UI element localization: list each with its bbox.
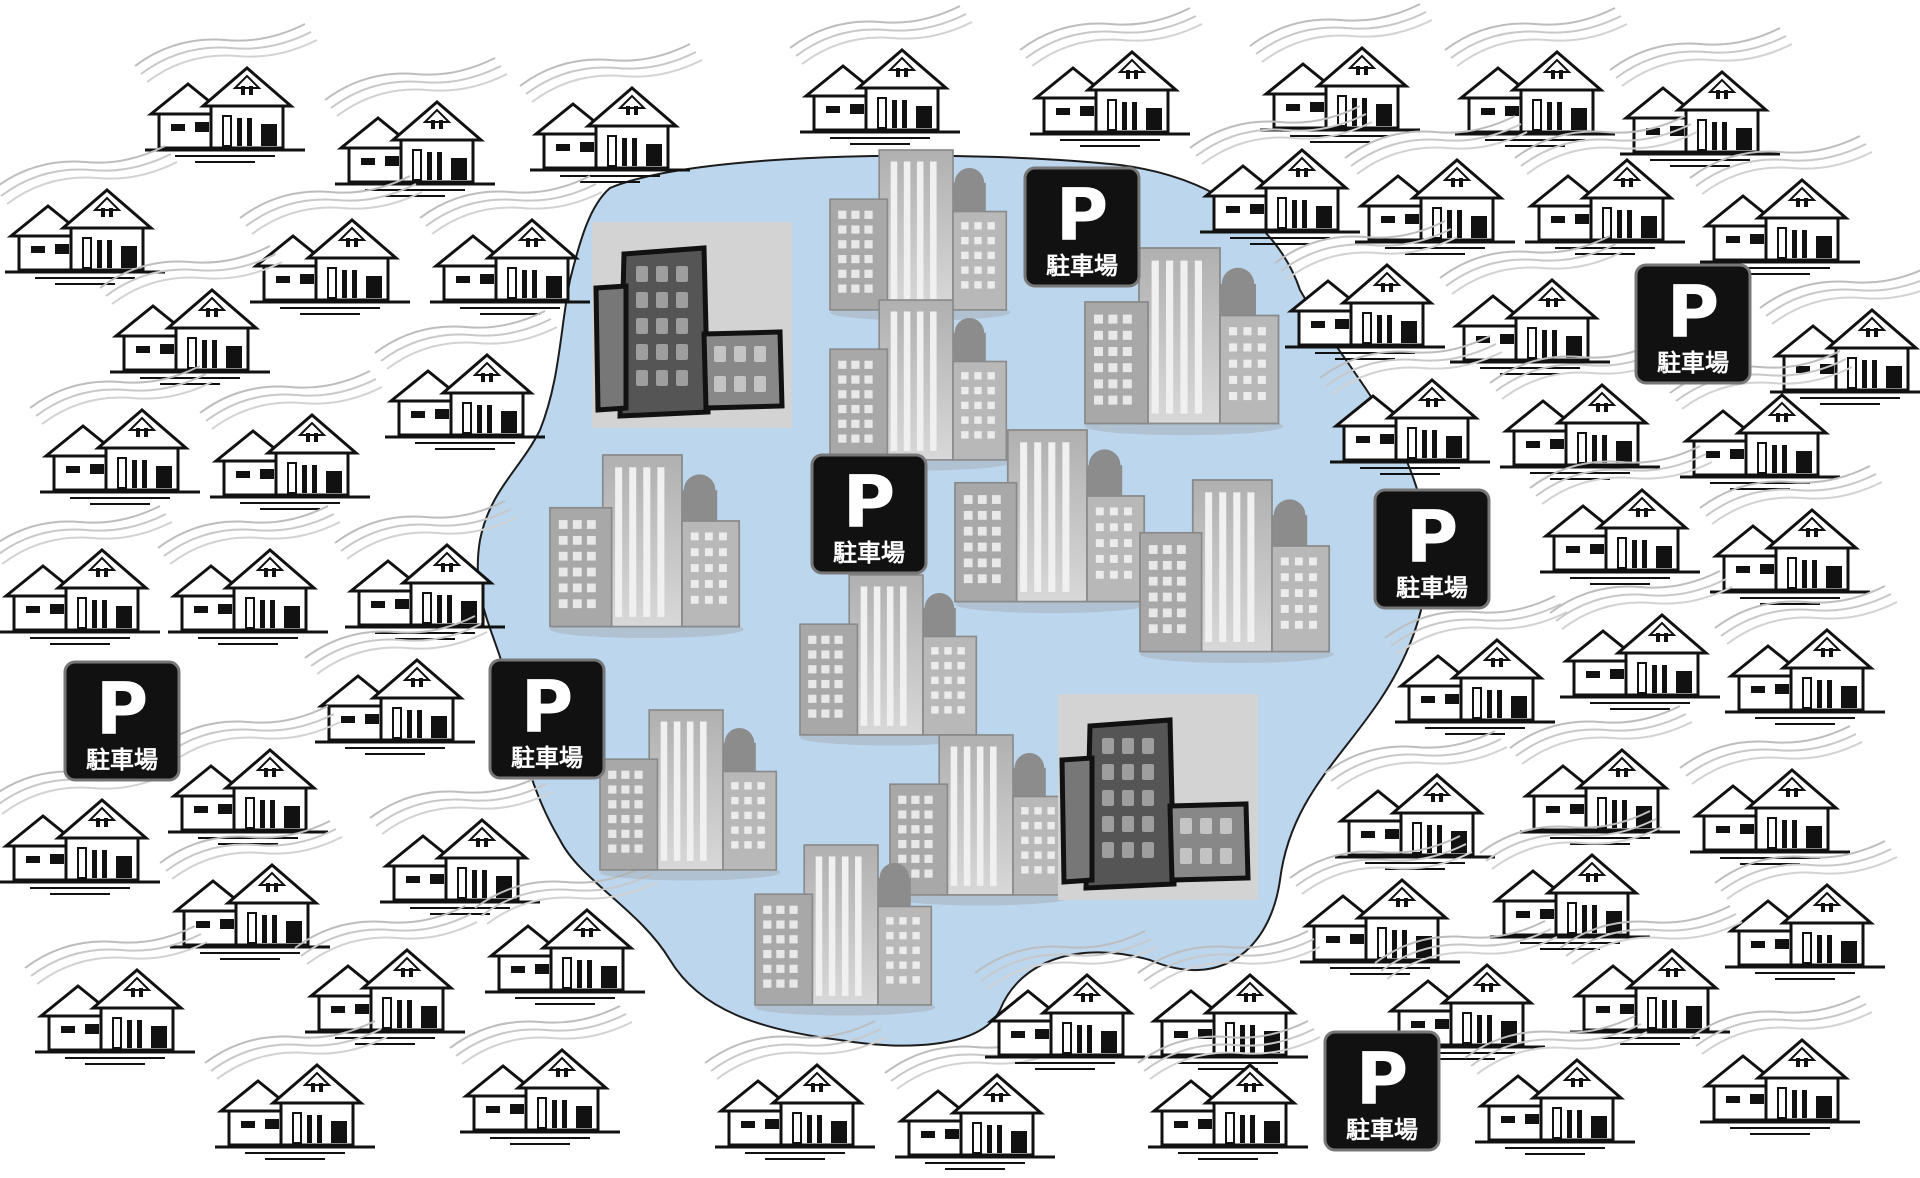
suburban-house-icon bbox=[325, 58, 507, 196]
office-block-icon bbox=[592, 222, 792, 428]
parking-caption: 駐車場 bbox=[1396, 574, 1468, 602]
parking-letter: P bbox=[1406, 495, 1459, 579]
parking-caption: 駐車場 bbox=[511, 744, 583, 772]
parking-caption: 駐車場 bbox=[1657, 349, 1729, 377]
suburban-house-icon bbox=[160, 821, 342, 959]
parking-letter: P bbox=[1667, 270, 1720, 354]
suburban-house-icon bbox=[1715, 586, 1897, 724]
parking-letter: P bbox=[843, 460, 896, 544]
parking-caption: 駐車場 bbox=[833, 539, 905, 567]
suburban-house-icon bbox=[1610, 28, 1792, 166]
suburban-house-icon bbox=[0, 146, 177, 284]
suburban-house-icon bbox=[375, 311, 557, 449]
suburban-house-icon bbox=[1690, 136, 1872, 274]
suburban-house-icon bbox=[205, 1021, 387, 1159]
suburban-house-icon bbox=[1020, 8, 1202, 146]
suburban-house-icon bbox=[1445, 8, 1627, 146]
parking-caption: 駐車場 bbox=[1346, 1116, 1418, 1144]
suburban-house-icon bbox=[1440, 236, 1622, 374]
suburban-house-icon bbox=[295, 906, 477, 1044]
suburban-house-icon bbox=[158, 706, 340, 844]
parking-letter: P bbox=[1356, 1037, 1409, 1121]
office-block-icon bbox=[1058, 694, 1258, 900]
suburban-house-icon bbox=[520, 44, 702, 182]
suburban-house-icon bbox=[1550, 571, 1732, 709]
suburban-house-icon bbox=[1680, 726, 1862, 864]
suburban-house-icon bbox=[450, 1006, 632, 1144]
parking-letter: P bbox=[96, 667, 149, 751]
suburban-house-icon bbox=[30, 366, 212, 504]
suburban-house-icon bbox=[305, 616, 487, 754]
parking-letter: P bbox=[521, 665, 574, 749]
parking-caption: 駐車場 bbox=[1046, 252, 1118, 280]
suburban-house-icon bbox=[200, 371, 382, 509]
suburban-house-icon bbox=[135, 24, 317, 162]
suburban-house-icon bbox=[0, 506, 172, 644]
suburban-house-icon bbox=[1715, 841, 1897, 979]
suburban-house-icon bbox=[158, 506, 340, 644]
suburban-house-icon bbox=[1325, 731, 1507, 869]
suburban-house-icon bbox=[1510, 706, 1692, 844]
suburban-house-icon bbox=[1700, 466, 1882, 604]
parking-letter: P bbox=[1056, 173, 1109, 257]
suburban-house-icon bbox=[1690, 996, 1872, 1134]
parking-caption: 駐車場 bbox=[86, 746, 158, 774]
suburban-house-icon bbox=[790, 6, 972, 144]
